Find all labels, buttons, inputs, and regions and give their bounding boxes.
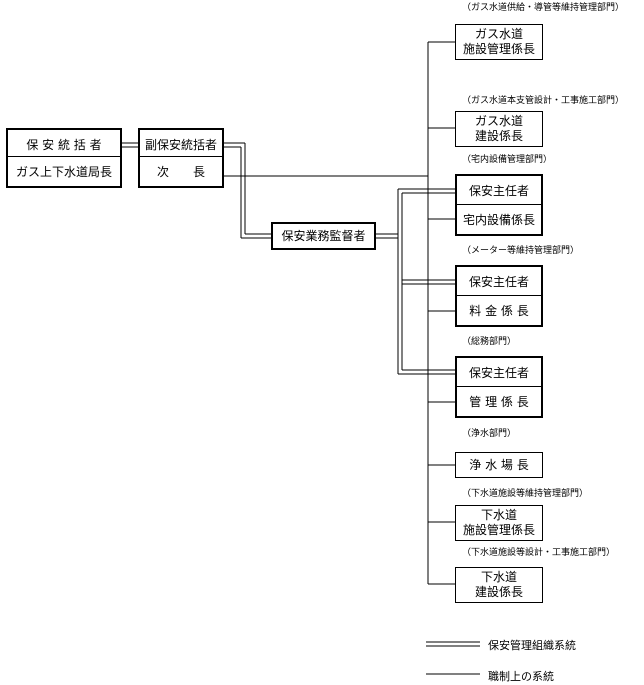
unit-note-6: （浄水部門）	[462, 429, 517, 439]
director-box: 保 安 統 括 者 ガス上下水道局長	[6, 128, 122, 188]
unit-box-sewer-facility: 下水道 施設管理係長	[455, 505, 543, 541]
vice-director-title: 次 長	[140, 156, 222, 186]
unit-box-indoor-equipment: 保安主任者 宅内設備係長	[455, 174, 543, 236]
unit-note-2: （ガス水道本支管設計・工事施工部門）	[462, 96, 625, 106]
unit-box-sewer-construction: 下水道 建設係長	[455, 567, 543, 603]
vice-director-box: 副保安統括者 次 長	[138, 128, 224, 188]
safety-supervisor-box: 保安業務監督者	[271, 222, 376, 250]
unit-box-meter: 保安主任者 料 金 係 長	[455, 265, 543, 327]
safety-chief-label-2: 保安主任者	[468, 275, 529, 289]
safety-chief-label-3: 保安主任者	[468, 366, 529, 380]
unit-note-7: （下水道施設等維持管理部門）	[462, 489, 589, 499]
unit-note-5: （総務部門）	[462, 337, 517, 347]
unit-title-indoor-equipment: 宅内設備係長	[457, 204, 541, 234]
unit-note-4: （メーター等維持管理部門）	[462, 246, 580, 256]
unit-title-meter: 料 金 係 長	[457, 295, 541, 325]
director-role: 保 安 統 括 者	[26, 138, 102, 152]
unit-box-general-affairs: 保安主任者 管 理 係 長	[455, 356, 543, 418]
unit-box-gas-water-construction: ガス水道 建設係長	[455, 111, 543, 147]
legend-single-line-label: 職制上の系統	[488, 670, 554, 683]
unit-note-3: （宅内設備管理部門）	[462, 155, 553, 165]
director-title: ガス上下水道局長	[8, 156, 120, 186]
unit-note-1: （ガス水道供給・導管等維持管理部門）	[462, 3, 625, 13]
legend-double-line-label: 保安管理組織系統	[488, 639, 576, 652]
safety-chief-label-1: 保安主任者	[468, 184, 529, 198]
unit-box-gas-water-facility: ガス水道 施設管理係長	[455, 24, 543, 60]
unit-note-8: （下水道施設等設計・工事施工部門）	[462, 548, 616, 558]
unit-box-water-purification: 浄 水 場 長	[455, 452, 543, 478]
unit-title-general-affairs: 管 理 係 長	[457, 386, 541, 416]
vice-director-role: 副保安統括者	[144, 138, 217, 152]
